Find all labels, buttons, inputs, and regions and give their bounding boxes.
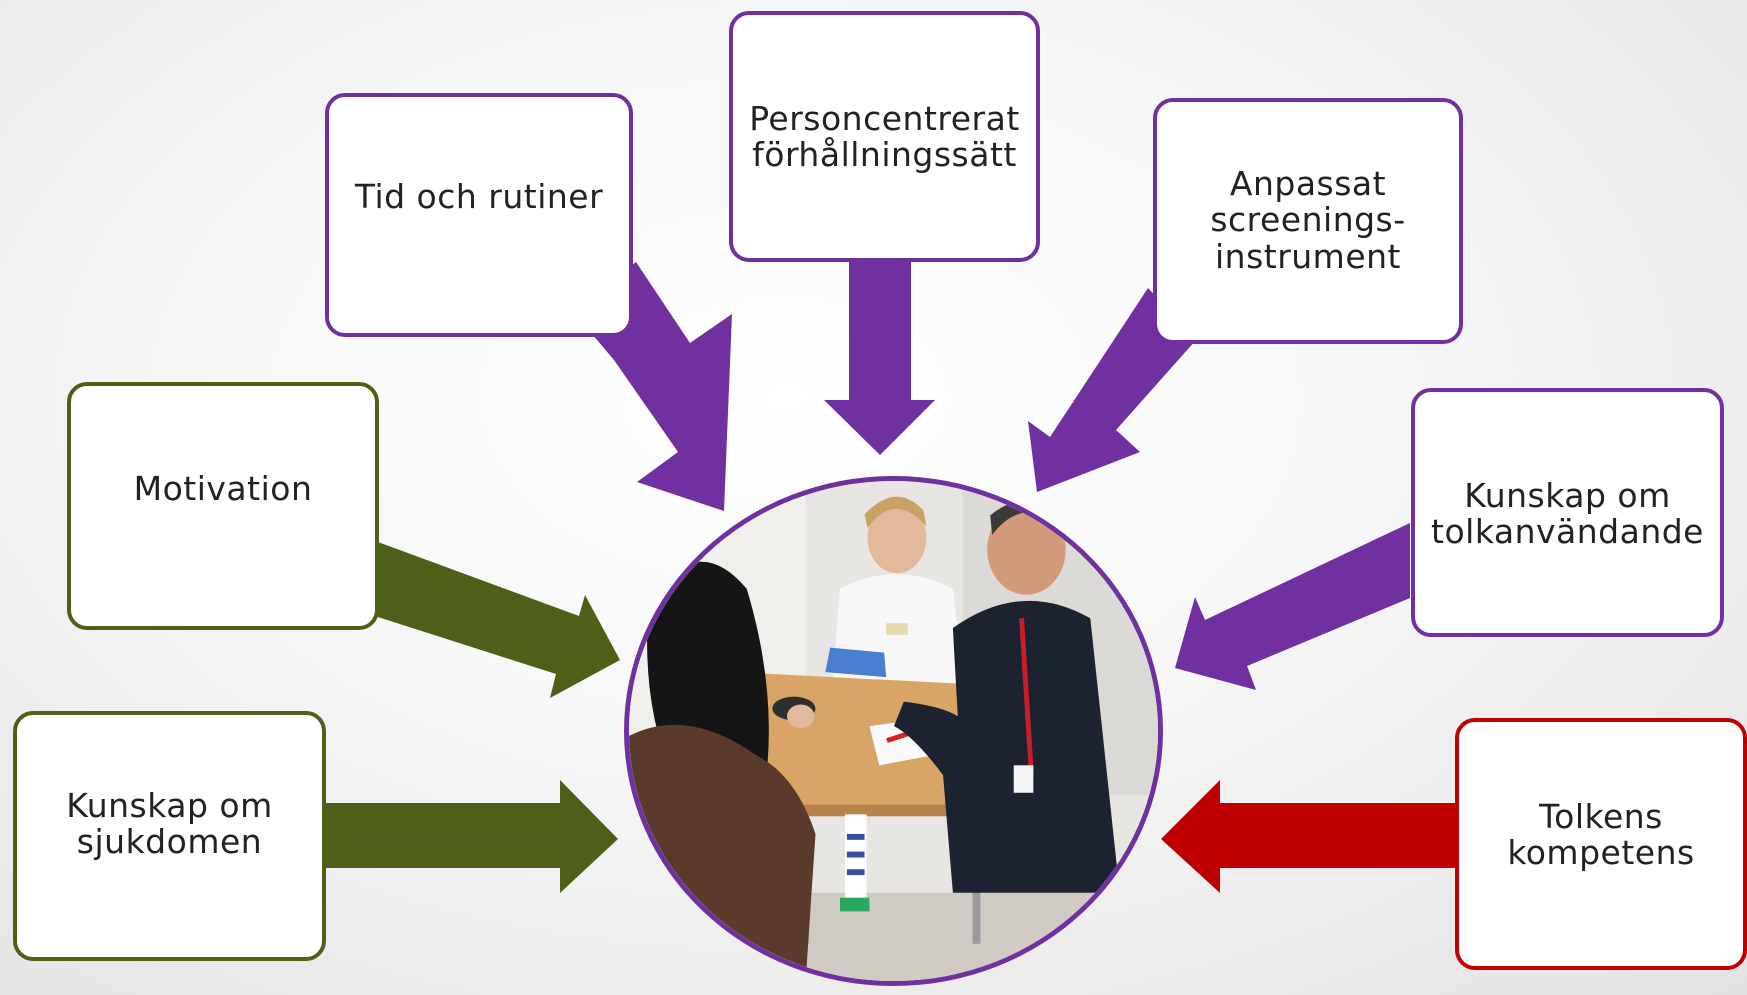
box-tolkens-kompetens: Tolkens kompetens [1455,718,1747,970]
arrow-kunskap-tolk [1175,523,1410,690]
nurse-head [867,502,927,574]
arrow-personcentrerat [824,258,935,455]
box-personcentrerat: Personcentrerat förhållningssätt [729,11,1040,262]
box-anpassat-label: Anpassat screenings- instrument [1210,164,1406,276]
arrow-tolkens-kompetens [1161,780,1457,893]
box-motivation: Motivation [67,382,379,630]
arrow-anpassat [1028,288,1196,492]
box-tid-och-rutiner-label: Tid och rutiner [354,177,604,216]
box-kunskap-om-sjukdomen: Kunskap om sjukdomen [13,711,326,961]
man-shirt [893,600,1120,893]
arrow-motivation [378,542,620,698]
box-motivation-label: Motivation [133,468,313,508]
box-kunskap-sjukdom-label: Kunskap om sjukdomen [66,785,273,861]
box-tid-och-rutiner: Tid och rutiner [325,93,633,337]
box-tolkens-kompetens-label: Tolkens kompetens [1507,796,1695,872]
nurse-uniform [830,574,968,712]
box-kunskap-om-tolkanvandande: Kunskap om tolkanvändande [1411,388,1724,637]
man-head [987,504,1066,595]
arrow-kunskap-sjukdom [324,780,618,893]
box-kunskap-tolk-label: Kunskap om tolkanvändande [1431,476,1704,552]
box-personcentrerat-label: Personcentrerat förhållningssätt [749,99,1020,175]
center-photo [624,476,1163,986]
box-anpassat-screeningsinstrument: Anpassat screenings- instrument [1153,98,1463,344]
